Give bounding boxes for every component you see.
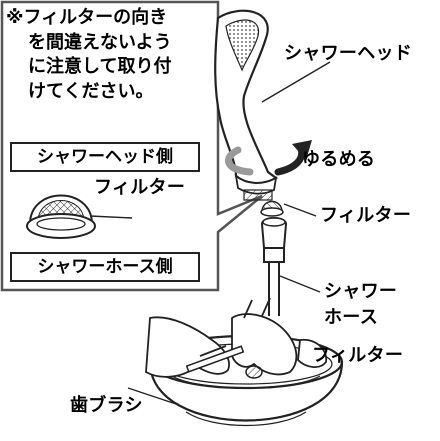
toothbrush-label: 歯ブラシ <box>70 395 143 416</box>
note-line-1: ※フィルターの向き <box>6 7 168 28</box>
note-line-4: けてください。 <box>28 80 154 102</box>
shower-head <box>214 9 279 201</box>
head-side-label: シャワーヘッド側 <box>10 142 200 172</box>
inset-filter-label: フィルター <box>94 177 186 198</box>
note-line-2: を間違えないよう <box>28 31 172 53</box>
shower-hose <box>260 217 288 316</box>
hose-side-label: シャワーホース側 <box>10 252 200 282</box>
leader-lines <box>89 61 331 405</box>
loosen-label: ゆるめる <box>302 149 376 170</box>
installation-note: ※フィルターの向き を間違えないよう に注意して取り付 けてください。 <box>6 6 206 104</box>
filter-part <box>260 200 284 217</box>
loosen-arrow <box>224 140 312 176</box>
shower-hose-label-line1: シャワー <box>324 281 398 302</box>
shower-head-label: シャワーヘッド <box>284 43 413 64</box>
filter-label: フィルター <box>320 205 412 226</box>
hands-washing <box>145 297 328 379</box>
filter-wash-label: フィルター <box>312 345 404 366</box>
inset-filter-illustration <box>26 194 96 239</box>
shower-hose-label-line2: ホース <box>324 307 378 328</box>
note-line-3: に注意して取り付 <box>28 56 172 77</box>
